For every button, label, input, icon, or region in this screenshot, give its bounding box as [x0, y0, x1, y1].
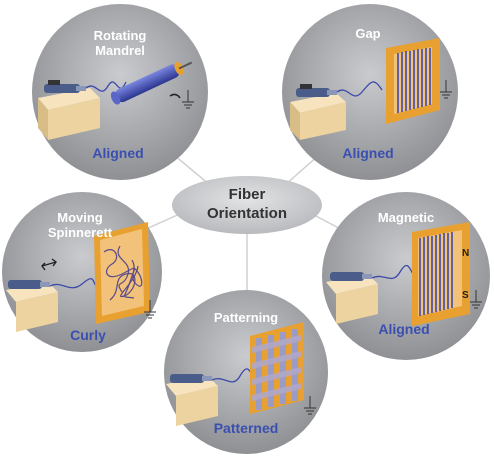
panel-result-label: Patterned	[214, 420, 279, 436]
syringe	[296, 84, 337, 97]
movement-arrow	[41, 258, 57, 271]
syringe	[44, 80, 86, 93]
panel-rotating-mandrel: Rotating Mandrel Aligned	[32, 4, 208, 180]
platform	[38, 88, 100, 140]
center-title-line2: Orientation	[207, 205, 287, 222]
syringe	[8, 280, 50, 289]
syringe	[330, 272, 372, 281]
fiber-jet	[371, 264, 415, 280]
syringe	[170, 374, 212, 383]
panel-title-line1: Patterning	[214, 310, 278, 325]
panel-magnetic: N S Magnetic Aligned	[322, 192, 490, 360]
panel-title-line2: Spinnerett	[48, 225, 113, 240]
fiber-jet	[336, 81, 383, 97]
panel-result-label: Curly	[70, 327, 106, 343]
gap-collector	[386, 38, 440, 124]
panel-title-line1: Gap	[355, 26, 380, 41]
panel-title-line1: Magnetic	[378, 210, 434, 225]
fiber-jet	[85, 81, 127, 92]
ground-symbol	[144, 300, 156, 319]
center-title-line1: Fiber	[229, 186, 266, 203]
north-pole-label: N	[462, 248, 469, 259]
panel-result-label: Aligned	[92, 145, 143, 161]
ground-symbol	[304, 396, 316, 415]
south-pole-label: S	[462, 290, 469, 301]
panel-title-line2: Mandrel	[95, 43, 145, 58]
aligned-fibers	[419, 232, 453, 316]
curly-fibers	[103, 245, 143, 301]
panel-result-label: Aligned	[378, 321, 429, 337]
panel-title-line1: Moving	[57, 210, 103, 225]
center-node: Fiber Orientation	[172, 176, 322, 234]
fiber-jet	[49, 278, 97, 289]
panel-result-label: Aligned	[342, 145, 393, 161]
rotation-arrow	[169, 93, 181, 99]
ground-symbol	[470, 290, 482, 309]
platform	[290, 93, 346, 140]
panel-patterning: Patterning Patterned	[164, 290, 328, 454]
panel-gap: Gap Aligned	[282, 4, 458, 180]
panel-title-line1: Rotating	[94, 28, 147, 43]
aligned-fibers	[397, 48, 431, 113]
ground-symbol	[440, 80, 452, 99]
panel-moving-spinnerett: Moving Spinnerett Curly	[2, 192, 162, 352]
ground-symbol	[182, 90, 194, 109]
patterned-collector	[250, 322, 304, 414]
rotating-mandrel	[110, 61, 193, 105]
flat-collector	[94, 222, 150, 324]
